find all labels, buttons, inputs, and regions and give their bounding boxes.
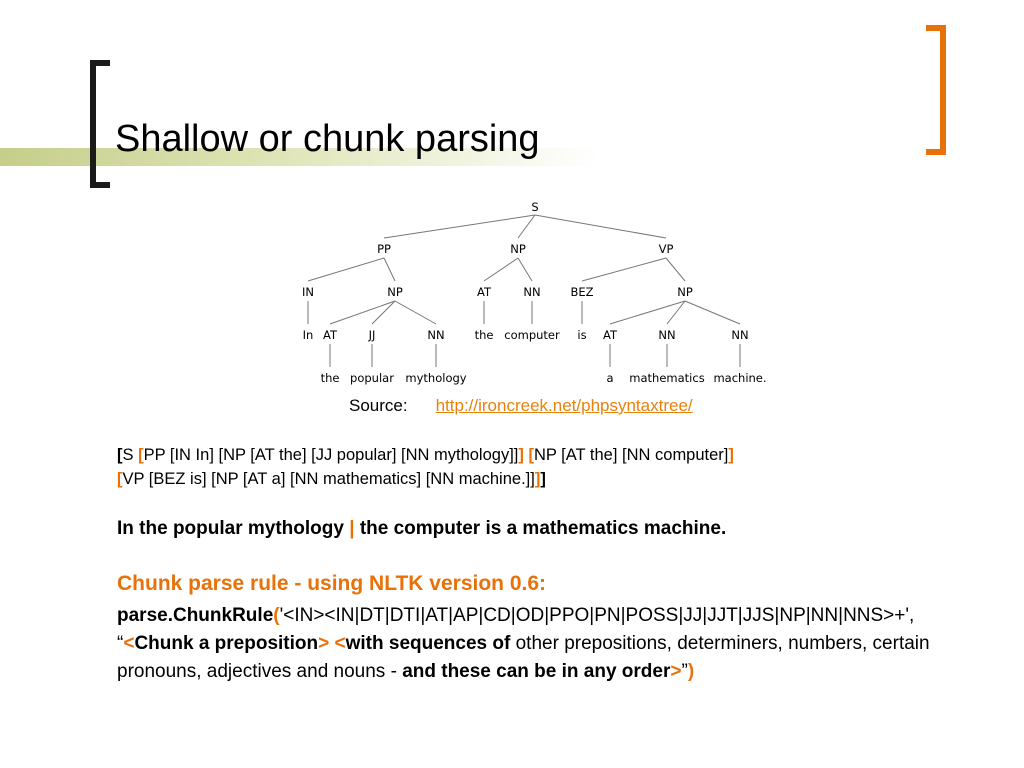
tree-node-nn-vp1: NN <box>658 328 675 342</box>
bracket-open-1: [ <box>117 446 123 464</box>
parse-tree-diagram: S PP NP VP IN NP AT NN BEZ NP In AT JJ N… <box>302 200 767 385</box>
tree-node-jj: JJ <box>368 328 376 342</box>
tree-node-nn-pp: NN <box>427 328 444 342</box>
bracketed-parse: [S [PP [IN In] [NP [AT the] [JJ popular]… <box>117 443 967 491</box>
rule-close-paren: ) <box>687 661 695 682</box>
tree-word-is: is <box>577 328 586 342</box>
tree-word-the-pp: the <box>321 371 340 385</box>
tree-word-machine: machine. <box>713 371 766 385</box>
tree-node-np: NP <box>510 242 526 256</box>
bracket-pp: PP [IN In] [NP [AT the] [JJ popular] [NN… <box>143 446 519 464</box>
tree-word-a: a <box>606 371 613 385</box>
bracket-np: NP [AT the] [NN computer] <box>533 446 729 464</box>
bracket-open-4: [ <box>117 470 123 488</box>
tree-node-pp: PP <box>377 242 391 256</box>
rule-chunk-prep: Chunk a preposition <box>134 633 319 654</box>
rule-body: parse.ChunkRule('<IN><IN|DT|DTI|AT|AP|CD… <box>117 602 967 686</box>
bracket-vp: VP [BEZ is] [NP [AT a] [NN mathematics] … <box>122 470 535 488</box>
bracket-open-3: [ <box>528 446 534 464</box>
tree-word-the: the <box>475 328 494 342</box>
tree-node-np-vp: NP <box>677 285 693 299</box>
rule-pattern: '<IN><IN|DT|DTI|AT|AP|CD|OD|PPO|PN|POSS|… <box>117 605 915 654</box>
source-link[interactable]: http://ironcreek.net/phpsyntaxtree/ <box>435 396 693 415</box>
bracket-close-4: ] <box>534 470 541 488</box>
tree-word-popular: popular <box>350 371 394 385</box>
rule-lt-1: < <box>123 633 135 654</box>
tree-word-mathematics: mathematics <box>629 371 704 385</box>
rule-gt-2: > <box>670 661 682 682</box>
tree-node-vp: VP <box>659 242 674 256</box>
sentence-part-2: the computer is a mathematics machine. <box>354 518 727 539</box>
bracket-close-3: ] <box>728 446 734 464</box>
tree-edges <box>307 214 741 367</box>
sentence-part-1: In the popular mythology <box>117 518 350 539</box>
tree-node-nn: NN <box>523 285 540 299</box>
rule-order: and these can be in any order <box>402 661 671 682</box>
tree-word-mythology: mythology <box>405 371 466 385</box>
tree-node-np-pp: NP <box>387 285 403 299</box>
rule-with-seq: with sequences of <box>345 633 511 654</box>
rule-lt-2: < <box>334 633 346 654</box>
tree-word-in: In <box>303 328 314 342</box>
tree-word-computer: computer <box>504 328 560 342</box>
sentence-separator: | <box>349 518 355 539</box>
tree-node-at: AT <box>477 285 492 299</box>
right-bracket-decoration <box>926 25 946 155</box>
source-line: Source: http://ironcreek.net/phpsyntaxtre… <box>349 396 693 416</box>
rule-open-paren: ( <box>273 605 280 626</box>
tree-node-at-vp: AT <box>603 328 618 342</box>
rule-close-quote: ” <box>681 661 688 682</box>
bracket-open-2: [ <box>138 446 144 464</box>
bracket-close-2: ] <box>518 446 524 464</box>
tree-node-at-pp: AT <box>323 328 338 342</box>
title-underline-bar <box>0 148 600 166</box>
rule-rest: other prepositions, determiners, numbers… <box>117 633 930 682</box>
source-label: Source: <box>349 396 408 415</box>
left-bracket-decoration <box>90 60 110 188</box>
slide-title: Shallow or chunk parsing <box>115 118 540 160</box>
tree-node-nn-vp2: NN <box>731 328 748 342</box>
tree-node-in: IN <box>302 285 314 299</box>
bracket-close-1: ] <box>540 470 546 488</box>
rule-function: parse.ChunkRule <box>117 605 274 626</box>
rule-gt-1: > <box>318 633 330 654</box>
tree-node-bez: BEZ <box>570 285 593 299</box>
rule-heading: Chunk parse rule - using NLTK version 0.… <box>117 572 547 595</box>
tree-node-s: S <box>531 200 538 214</box>
bracket-s: S <box>122 446 139 464</box>
chunked-sentence: In the popular mythology | the computer … <box>117 518 726 540</box>
